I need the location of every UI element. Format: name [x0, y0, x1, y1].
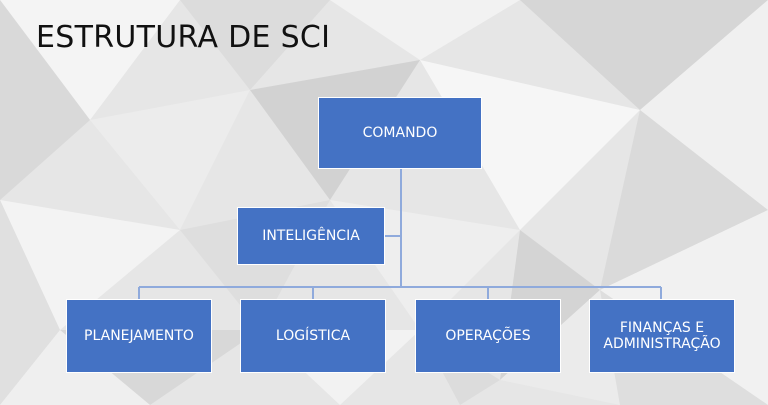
- node-financas-administracao-label: FINANÇAS E ADMINISTRAÇÃO: [603, 319, 721, 352]
- node-logistica-label: LOGÍSTICA: [275, 327, 351, 344]
- node-comando[interactable]: COMANDO: [318, 97, 482, 169]
- node-inteligencia-label: INTELIGÊNCIA: [262, 227, 360, 244]
- node-planejamento[interactable]: PLANEJAMENTO: [66, 299, 212, 373]
- node-inteligencia[interactable]: INTELIGÊNCIA: [237, 207, 385, 265]
- node-operacoes-label: OPERAÇÕES: [445, 327, 531, 344]
- page-title: ESTRUTURA DE SCI: [36, 20, 331, 55]
- node-comando-label: COMANDO: [362, 124, 438, 141]
- node-financas-administracao[interactable]: FINANÇAS E ADMINISTRAÇÃO: [589, 299, 735, 373]
- node-operacoes[interactable]: OPERAÇÕES: [415, 299, 561, 373]
- node-planejamento-label: PLANEJAMENTO: [84, 327, 194, 344]
- node-logistica[interactable]: LOGÍSTICA: [240, 299, 386, 373]
